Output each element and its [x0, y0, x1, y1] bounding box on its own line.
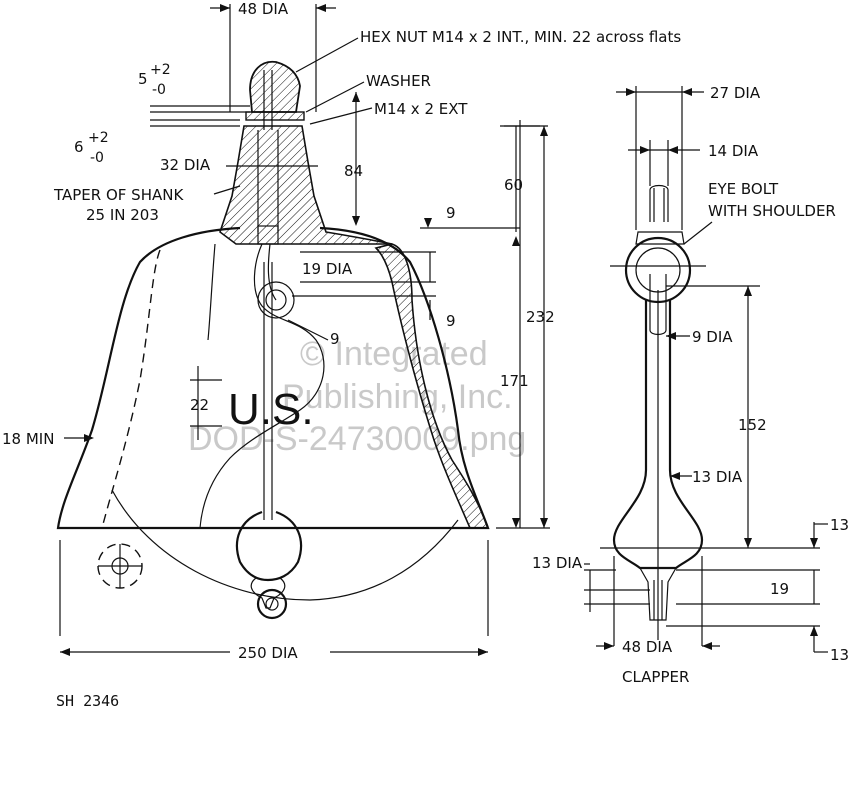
- dim-9-right: 9: [446, 312, 456, 330]
- dim-13-top: 13: [830, 516, 849, 534]
- watermark-line-1: © Integrated: [300, 335, 488, 373]
- dim-9-top: 9: [446, 204, 456, 222]
- dim-9-mid: 9: [330, 330, 340, 348]
- bell-outer-profile: [56, 226, 490, 530]
- sheet-number: SH 2346: [56, 692, 119, 710]
- dim-48-dia: 48 DIA: [238, 0, 289, 18]
- dim-22: 22: [190, 396, 209, 414]
- clapper-view: [610, 184, 706, 640]
- dim-13-dia-mid: 13 DIA: [692, 468, 743, 486]
- dim-13-dia-low: 13 DIA: [532, 554, 583, 572]
- eye-bolt-label-2: WITH SHOULDER: [708, 202, 836, 220]
- clapper-title: CLAPPER: [622, 668, 689, 686]
- dim-171: 171: [500, 372, 529, 390]
- taper-label-2: 25 IN 203: [86, 206, 159, 224]
- dim-250-dia: 250 DIA: [238, 644, 298, 662]
- watermark: © Integrated Publishing, Inc. DOD-S-2473…: [188, 335, 526, 458]
- bell-wall-section: [374, 243, 490, 529]
- clapper-swing-arc: [111, 489, 459, 601]
- clapper-dimensions: 27 DIA 14 DIA EYE BOLT WITH SHOULDER 9 D…: [532, 84, 849, 686]
- dim-152: 152: [738, 416, 767, 434]
- dim-232: 232: [526, 308, 555, 326]
- bell-s-curve: [199, 243, 325, 529]
- tol-5-sub: -0: [152, 82, 166, 98]
- tol-6-sup: +2: [88, 130, 109, 146]
- dim-14-dia: 14 DIA: [708, 142, 759, 160]
- bell-clapper-ball: [235, 510, 303, 582]
- dim-32-dia: 32 DIA: [160, 156, 211, 174]
- dim-19-dia: 19 DIA: [302, 260, 353, 278]
- bell-inner-dashed-line: [101, 249, 161, 529]
- taper-label-1: TAPER OF SHANK: [53, 186, 184, 204]
- bell-view: [56, 60, 521, 636]
- bell-crown-section: [219, 125, 393, 245]
- bell-clapper-rod: [263, 262, 273, 520]
- dim-27-dia: 27 DIA: [710, 84, 761, 102]
- dim-19: 19: [770, 580, 789, 598]
- washer-label: WASHER: [366, 72, 431, 90]
- tol-5-sup: +2: [150, 62, 171, 78]
- bell-dimensions: 48 DIA HEX NUT M14 x 2 INT., MIN. 22 acr…: [2, 0, 681, 662]
- watermark-line-2: Publishing, Inc.: [282, 378, 513, 416]
- dim-13-bot: 13: [830, 646, 849, 664]
- hex-nut-shape: [249, 60, 301, 113]
- tol-6-base: 6: [74, 138, 84, 156]
- dim-84: 84: [344, 162, 363, 180]
- dim-18-min: 18 MIN: [2, 430, 54, 448]
- tol-5-base: 5: [138, 70, 148, 88]
- ext-thread-label: M14 x 2 EXT: [374, 100, 468, 118]
- us-marking: U.S.: [228, 385, 314, 434]
- dim-60: 60: [504, 176, 523, 194]
- watermark-line-3: DOD-S-24730009.png: [188, 420, 526, 458]
- eye-bolt-label-1: EYE BOLT: [708, 180, 779, 198]
- dim-48-dia-clapper: 48 DIA: [622, 638, 673, 656]
- tol-6-sub: -0: [90, 150, 104, 166]
- dim-9-dia: 9 DIA: [692, 328, 733, 346]
- hex-nut-label: HEX NUT M14 x 2 INT., MIN. 22 across fla…: [360, 28, 681, 46]
